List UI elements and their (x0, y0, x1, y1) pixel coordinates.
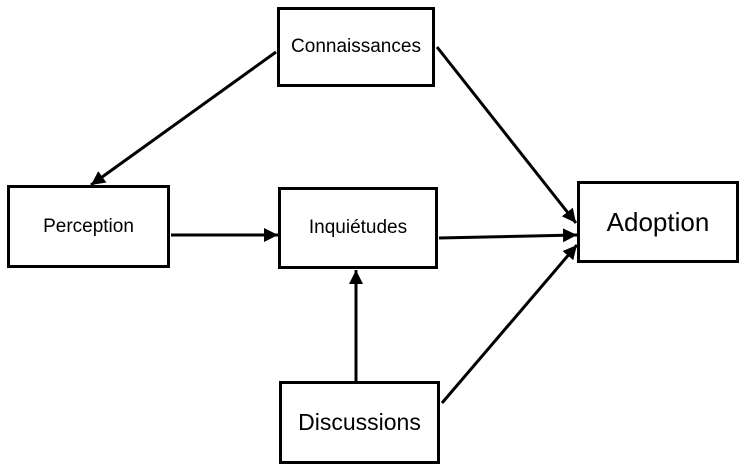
node-discussions: Discussions (279, 381, 440, 464)
node-inquietudes-label: Inquiétudes (308, 217, 408, 238)
node-adoption: Adoption (577, 181, 739, 263)
node-connaissances: Connaissances (277, 7, 435, 87)
edge-discussions-adoption (440, 244, 579, 404)
edge-connaissances-perception (90, 50, 277, 187)
edge-connaissances-adoption (435, 46, 578, 224)
node-inquietudes: Inquiétudes (278, 187, 438, 269)
node-connaissances-label: Connaissances (291, 36, 421, 57)
node-perception: Perception (7, 185, 170, 268)
edge-inquietudes-adoption (438, 228, 578, 243)
node-perception-label: Perception (43, 215, 134, 237)
node-discussions-label: Discussions (298, 409, 421, 435)
node-adoption-label: Adoption (606, 206, 710, 237)
